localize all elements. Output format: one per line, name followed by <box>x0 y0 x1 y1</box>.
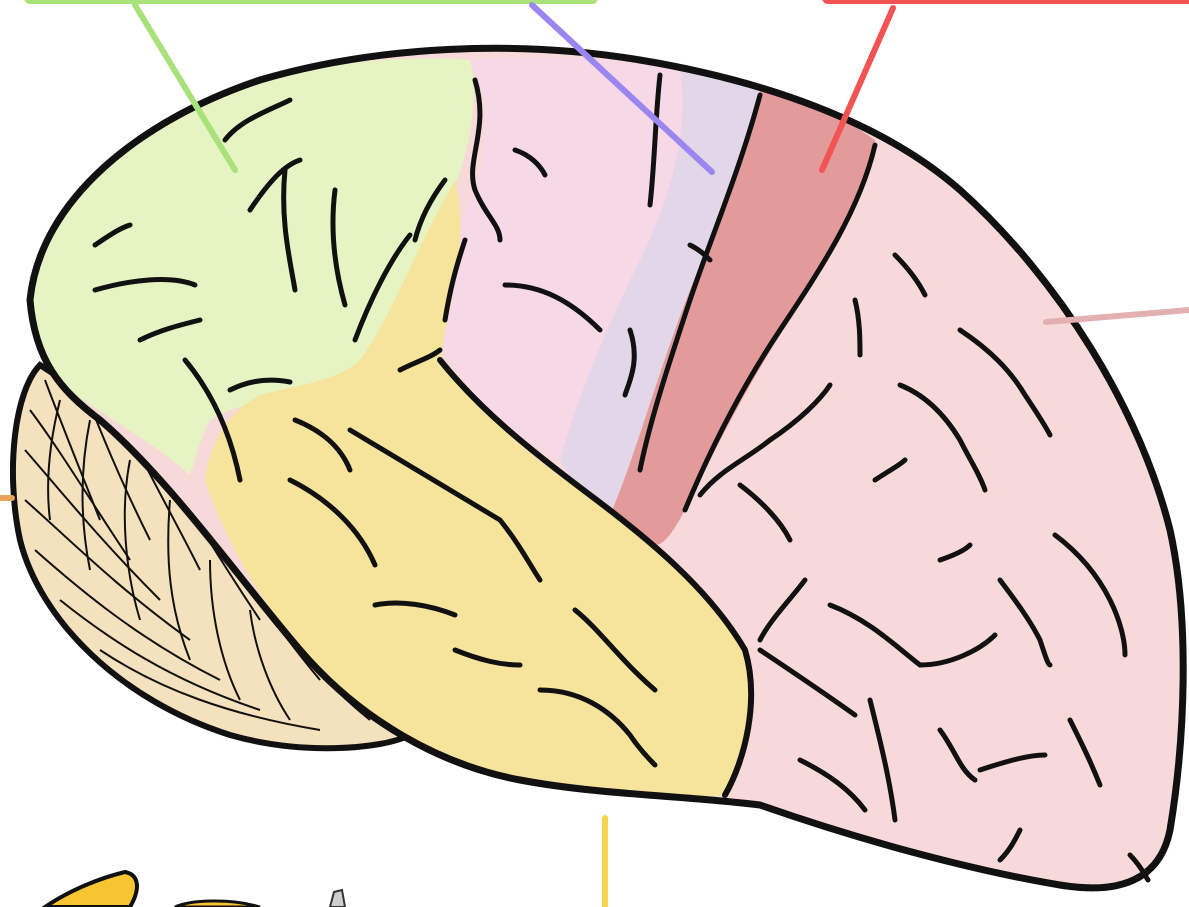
partial-yellow-shape <box>45 872 137 907</box>
partial-gray-shape <box>330 890 345 907</box>
partial-yellow-shape-2 <box>175 901 260 907</box>
